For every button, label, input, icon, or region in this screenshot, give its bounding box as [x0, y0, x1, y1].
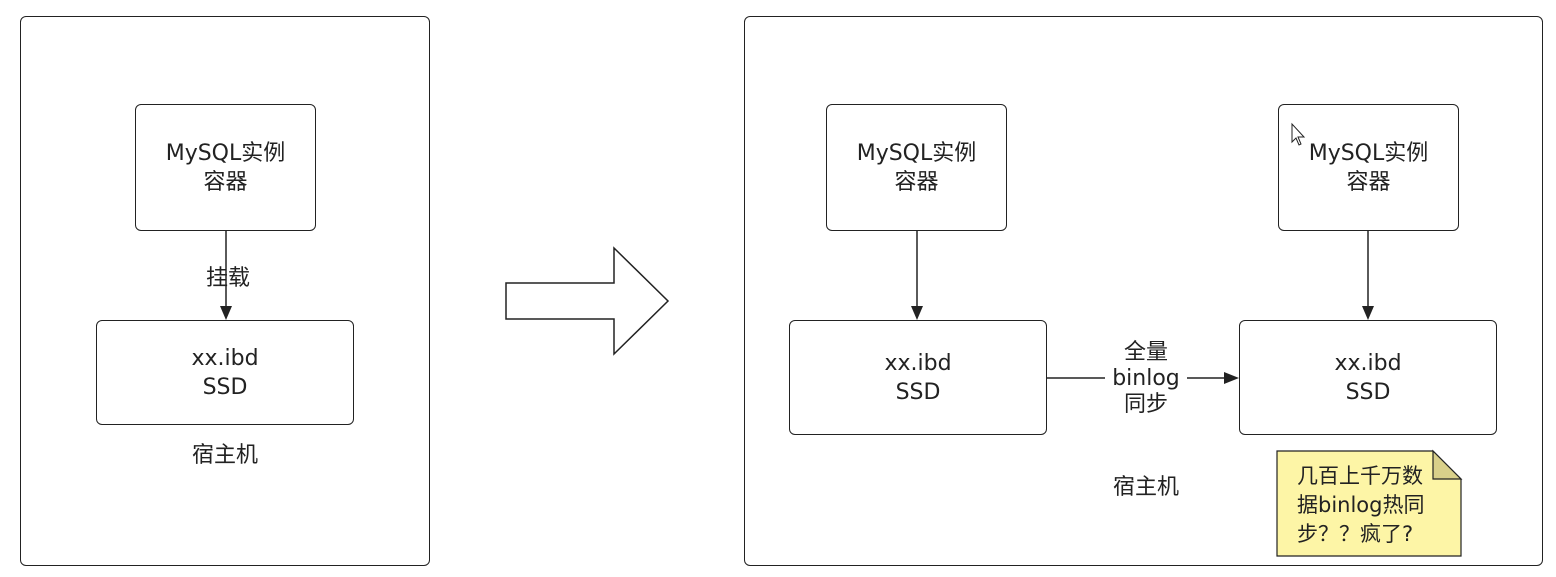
- container-label-line1: MySQL实例: [165, 140, 286, 166]
- storage-label-line2: SSD: [202, 374, 248, 400]
- note-line3: 步？？疯了?: [1297, 522, 1414, 546]
- note-text: 几百上千万数 据binlog热同 步？？疯了?: [1297, 462, 1459, 549]
- container-label-line1: MySQL实例: [856, 140, 977, 166]
- storage-label-line2: SSD: [1345, 379, 1391, 405]
- container-label-line2: 容器: [894, 169, 939, 195]
- transition-arrow-icon: [505, 246, 670, 356]
- left-mysql-container-box: MySQL实例 容器: [135, 104, 316, 231]
- sync-label-line2: binlog: [1112, 366, 1180, 391]
- storage-label-line2: SSD: [895, 379, 941, 405]
- storage-label-line1: xx.ibd: [1334, 350, 1402, 376]
- left-storage-box: xx.ibd SSD: [96, 320, 354, 425]
- note-line1: 几百上千万数: [1297, 464, 1423, 488]
- storage-label-line1: xx.ibd: [191, 345, 259, 371]
- right-mysql-container-a-box: MySQL实例 容器: [826, 104, 1007, 231]
- sync-label-line1: 全量: [1123, 340, 1168, 365]
- container-label-line1: MySQL实例: [1308, 140, 1429, 166]
- container-label-line2: 容器: [203, 169, 248, 195]
- right-storage-b-box: xx.ibd SSD: [1239, 320, 1497, 435]
- storage-label-line1: xx.ibd: [884, 350, 952, 376]
- right-mysql-container-b-box: MySQL实例 容器: [1278, 104, 1459, 231]
- note-line2: 据binlog热同: [1297, 493, 1425, 517]
- mount-edge-label: 挂载: [198, 266, 258, 292]
- right-storage-a-box: xx.ibd SSD: [789, 320, 1047, 435]
- left-host-label: 宿主机: [191, 443, 258, 468]
- container-label-line2: 容器: [1346, 169, 1391, 195]
- sync-edge-label: 全量 binlog 同步: [1105, 340, 1187, 418]
- right-host-label: 宿主机: [1112, 475, 1179, 500]
- sync-label-line3: 同步: [1123, 392, 1168, 417]
